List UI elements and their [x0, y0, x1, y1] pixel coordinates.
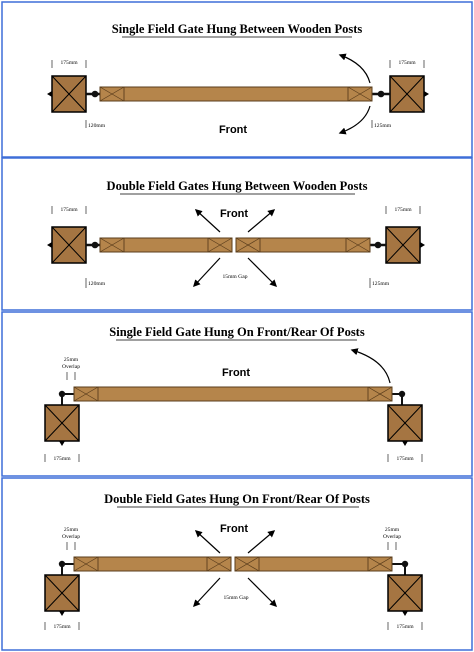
- post-left: [44, 574, 80, 616]
- gate-leaf-right: [234, 556, 393, 572]
- latch-right: [372, 90, 390, 98]
- svg-text:125mm: 125mm: [372, 281, 390, 287]
- swing-arrow: [350, 348, 391, 384]
- dim-post-right: 175mm: [387, 454, 423, 462]
- panel-border: [1, 1, 473, 158]
- svg-text:175mm: 175mm: [60, 207, 78, 213]
- svg-text:Overlap: Overlap: [62, 364, 80, 370]
- panel-title: Single Field Gate Hung On Front/Rear Of …: [109, 325, 365, 339]
- dim-post-right: 175mm: [387, 622, 423, 630]
- panel-single-between-posts: Single Field Gate Hung Between Wooden Po…: [1, 1, 473, 158]
- svg-text:25mm: 25mm: [385, 527, 400, 533]
- hinge-right: [370, 241, 386, 249]
- hinge-left: [58, 560, 74, 575]
- gate-leaf: [73, 386, 393, 402]
- gate-leaf-left: [99, 237, 233, 253]
- post-right: [385, 226, 425, 264]
- panel-border: [1, 477, 473, 651]
- post-left: [47, 226, 87, 264]
- svg-text:25mm: 25mm: [64, 357, 79, 363]
- dim-gap-right: 125mm: [371, 120, 392, 129]
- hinge-left: [86, 241, 100, 249]
- hinge-left: [86, 90, 100, 98]
- hinge-left: [58, 390, 74, 405]
- panel-border: [1, 157, 473, 311]
- panel-title: Double Field Gates Hung On Front/Rear Of…: [104, 492, 370, 506]
- swing-arrow-right-down: [247, 257, 278, 288]
- swing-arrow-down: [338, 105, 371, 135]
- hinge-right: [392, 560, 409, 575]
- svg-text:125mm: 125mm: [374, 123, 392, 129]
- dim-post-left: 175mm: [44, 622, 80, 630]
- front-label: Front: [219, 124, 247, 136]
- svg-text:175mm: 175mm: [53, 456, 71, 462]
- post-right: [387, 574, 423, 616]
- swing-arrow-right-up: [247, 530, 276, 554]
- front-label: Front: [220, 523, 248, 535]
- svg-text:120mm: 120mm: [88, 123, 106, 129]
- front-label: Front: [220, 208, 248, 220]
- center-gap-label: 15mm Gap: [222, 274, 247, 280]
- dim-post-right: 175mm: [389, 60, 425, 68]
- overlap-dim-right: 25mm Overlap: [383, 527, 401, 550]
- panel-double-front-rear: Double Field Gates Hung On Front/Rear Of…: [1, 477, 473, 651]
- post-right: [387, 404, 423, 446]
- dim-post-right: 175mm: [385, 206, 421, 214]
- panel-title: Double Field Gates Hung Between Wooden P…: [107, 179, 368, 193]
- dim-gap-left: 120mm: [85, 120, 106, 129]
- dim-post-left: 175mm: [51, 60, 87, 68]
- dim-gap-right: 125mm: [369, 278, 390, 288]
- panel-border: [1, 311, 473, 477]
- panel-title: Single Field Gate Hung Between Wooden Po…: [112, 22, 363, 36]
- svg-text:120mm: 120mm: [88, 281, 106, 287]
- svg-text:Overlap: Overlap: [383, 534, 401, 540]
- swing-arrow-left-down: [193, 577, 221, 608]
- post-right: [389, 75, 429, 113]
- latch-right: [392, 390, 406, 405]
- svg-text:175mm: 175mm: [53, 624, 71, 630]
- svg-text:25mm: 25mm: [64, 527, 79, 533]
- svg-text:175mm: 175mm: [60, 60, 78, 66]
- svg-text:175mm: 175mm: [398, 60, 416, 66]
- svg-text:175mm: 175mm: [396, 456, 414, 462]
- overlap-dim-left: 25mm Overlap: [62, 357, 80, 380]
- svg-text:175mm: 175mm: [396, 624, 414, 630]
- swing-arrow-left-down: [193, 257, 221, 288]
- swing-arrow-left-up: [194, 530, 221, 554]
- dim-post-left: 175mm: [51, 206, 87, 214]
- overlap-dim-left: 25mm Overlap: [62, 527, 80, 550]
- swing-arrow-right-up: [247, 209, 276, 233]
- gate-leaf: [99, 86, 373, 102]
- panel-single-front-rear: Single Field Gate Hung On Front/Rear Of …: [1, 311, 473, 477]
- front-label: Front: [222, 367, 250, 379]
- swing-arrow-right-down: [247, 577, 278, 608]
- dim-gap-left: 120mm: [85, 278, 106, 288]
- post-left: [47, 75, 87, 113]
- dim-post-left: 175mm: [44, 454, 80, 462]
- svg-text:175mm: 175mm: [394, 207, 412, 213]
- gate-leaf-left: [73, 556, 232, 572]
- center-gap-label: 15mm Gap: [223, 595, 248, 601]
- swing-arrow-up: [338, 53, 371, 84]
- post-left: [44, 404, 80, 446]
- svg-text:Overlap: Overlap: [62, 534, 80, 540]
- swing-arrow-left-up: [194, 209, 221, 233]
- panel-double-between-posts: Double Field Gates Hung Between Wooden P…: [1, 157, 473, 311]
- gate-leaf-right: [235, 237, 371, 253]
